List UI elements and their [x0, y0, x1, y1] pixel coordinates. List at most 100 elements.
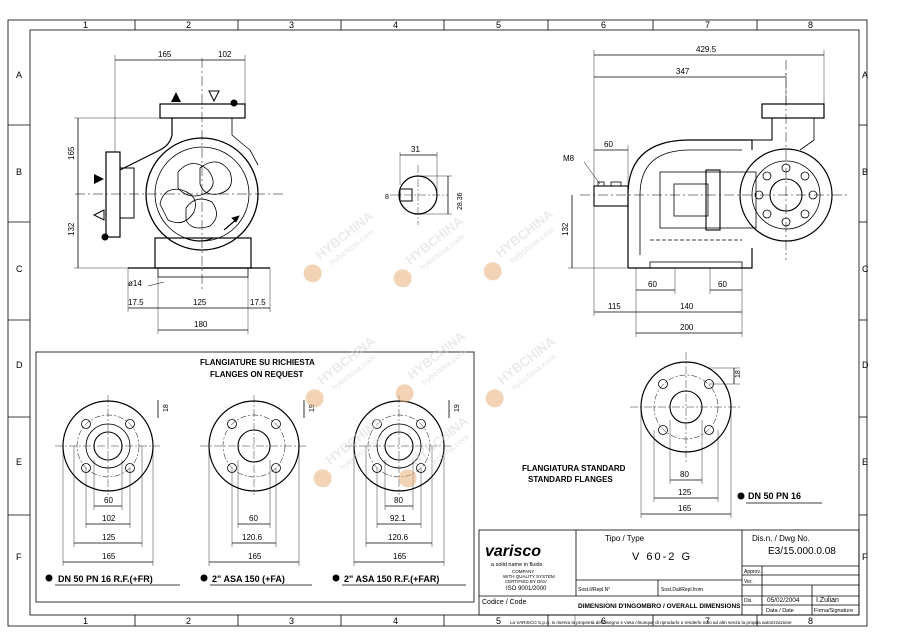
flange-2: [200, 395, 312, 586]
f3-label: 2" ASA 150 R.F.(+FAR): [344, 574, 439, 584]
standard-flange: [630, 352, 822, 518]
grid-col-label: 2: [186, 616, 191, 626]
flanges-on-request-box: [35, 351, 475, 603]
f3-dim-92-1: 92.1: [390, 514, 406, 523]
watermark-logo-icon: [483, 262, 502, 281]
watermark-logo-icon: [395, 384, 414, 403]
grid-row-label: D: [16, 360, 23, 370]
watermark-logo-icon: [485, 389, 504, 408]
grid-col-label: 3: [289, 20, 294, 30]
std-dim-80: 80: [680, 470, 689, 479]
f2-dim-165: 165: [248, 552, 262, 561]
copyright-footer: La VARISCO S.p.A. si riserva la propriet…: [510, 620, 792, 625]
f1-dim-125: 125: [102, 533, 116, 542]
f1-dim-165: 165: [102, 552, 116, 561]
grid-row-label: A: [16, 70, 22, 80]
grid-row-label: C: [862, 264, 869, 274]
dim-429-5: 429.5: [696, 45, 717, 54]
dim-60-foot-right: 60: [718, 280, 727, 289]
grid-row-label: F: [862, 552, 868, 562]
cert-line-3: CERTIFIED BY DNV: [505, 579, 547, 584]
signature-label: Firma/Signature: [814, 608, 853, 614]
cert-line-1: COMPANY: [512, 569, 534, 574]
grid-row-label: B: [862, 167, 868, 177]
std-title-en: STANDARD FLANGES: [528, 475, 613, 484]
inner-frame: [29, 29, 860, 616]
f1-dim-18: 18: [163, 404, 170, 412]
dwg-label: Dis.n. / Dwg No.: [752, 534, 810, 543]
grid-col-label: 5: [496, 616, 501, 626]
approv-label: Approv.: [744, 569, 761, 575]
dim-17-5-right: 17.5: [250, 298, 266, 307]
grid-col-label: 2: [186, 20, 191, 30]
dim-180-base: 180: [194, 320, 208, 329]
tagline: a solid name in fluids: [491, 562, 543, 568]
grid-row-label: E: [16, 457, 22, 467]
grid-col-label: 1: [83, 20, 88, 30]
dim-28-36: 28.36: [457, 192, 464, 210]
dim-165-vertical: 165: [67, 146, 76, 160]
subst-label: Sost.il/Repl.N°: [578, 587, 610, 593]
flange-3: [332, 395, 466, 586]
f2-dim-120-6: 120.6: [242, 533, 263, 542]
type-label: Tipo / Type: [605, 534, 645, 543]
grid-col-label: 8: [808, 616, 813, 626]
f2-dim-60: 60: [249, 514, 258, 523]
f3-dim-80: 80: [394, 496, 403, 505]
codice-label: Codice / Code: [482, 599, 526, 606]
drawing-title: DIMENSIONI D'INGOMBRO / OVERALL DIMENSIO…: [578, 603, 741, 610]
dim-125-base: 125: [193, 298, 207, 307]
watermark-logo-icon: [393, 269, 412, 288]
grid-col-label: 4: [393, 20, 398, 30]
shaft-section: [390, 152, 452, 225]
dim-60-shaft: 60: [604, 140, 613, 149]
flange-1: [45, 395, 180, 586]
dim-m8: M8: [563, 154, 575, 163]
grid-col-label: 3: [289, 616, 294, 626]
grid-row-label: B: [16, 167, 22, 177]
std-spec: DN 50 PN 16: [748, 491, 801, 501]
ver-label: Ver.: [744, 579, 753, 585]
f1-dim-60: 60: [104, 496, 113, 505]
grid-col-label: 8: [808, 20, 813, 30]
dim-347: 347: [676, 67, 690, 76]
dim-60-foot-left: 60: [648, 280, 657, 289]
grid-row-label: A: [862, 70, 868, 80]
std-dim-125: 125: [678, 488, 692, 497]
grid-col-label: 1: [83, 616, 88, 626]
dim-31: 31: [411, 145, 420, 154]
dim-165-top: 165: [158, 50, 172, 59]
dim-132-vertical: 132: [67, 222, 76, 236]
watermark-logo-icon: [313, 469, 332, 488]
varisco-logo: varisco: [485, 543, 541, 560]
grid-ticks: [8, 20, 867, 626]
f3-dim-165: 165: [393, 552, 407, 561]
f3-dim-19: 19: [454, 404, 461, 412]
dis-label: Dis.: [744, 598, 753, 604]
cert-line-4: ISO 9001/2000: [506, 586, 547, 592]
grid-col-label: 7: [705, 20, 710, 30]
dim-140: 140: [680, 302, 694, 311]
dim-132-side: 132: [561, 222, 570, 236]
subst-from-label: Sost.Dal/Repl.from: [661, 587, 703, 593]
grid-col-label: 6: [601, 20, 606, 30]
type-value: V 60-2 G: [632, 551, 692, 563]
dim-200: 200: [680, 323, 694, 332]
cert-line-2: WITH QUALITY SYSTEM: [503, 574, 555, 579]
watermark-logo-icon: [303, 264, 322, 283]
outer-frame: [7, 19, 868, 627]
request-title-it: FLANGIATURE SU RICHIESTA: [200, 358, 315, 367]
watermark-logo-icon: [398, 469, 417, 488]
std-dim-165: 165: [678, 504, 692, 513]
request-title-en: FLANGES ON REQUEST: [210, 370, 303, 379]
grid-row-label: D: [862, 360, 869, 370]
date-label: Data / Date: [766, 608, 794, 614]
f1-label: DN 50 PN 16 R.F.(+FR): [58, 574, 153, 584]
side-view: [568, 50, 850, 337]
grid-col-label: 7: [705, 616, 710, 626]
grid-row-label: E: [862, 457, 868, 467]
